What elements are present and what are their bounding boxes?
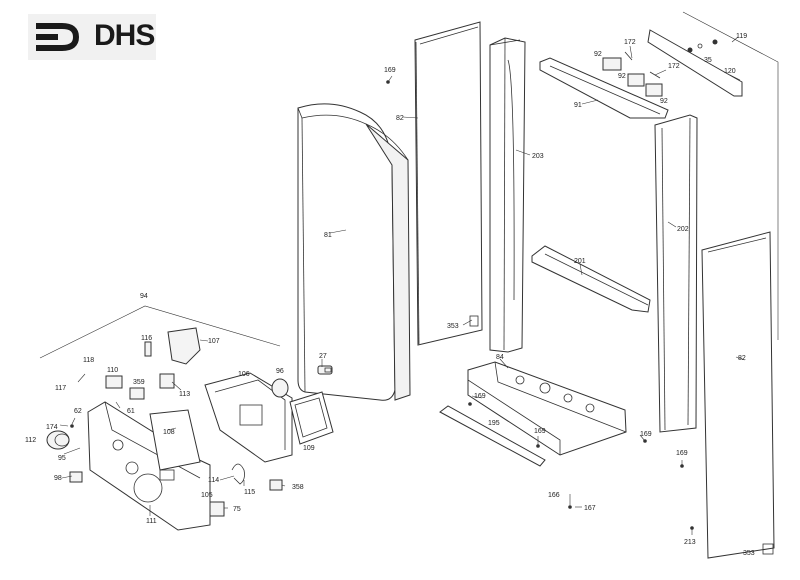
callout-172: 172 bbox=[624, 39, 636, 46]
brand-name: DHS bbox=[94, 19, 155, 52]
callout-96: 96 bbox=[276, 368, 284, 375]
callout-108: 108 bbox=[163, 429, 175, 436]
control-panel-fascia bbox=[87, 401, 211, 531]
callout-110: 110 bbox=[107, 367, 118, 374]
side-rail bbox=[654, 114, 698, 433]
knob-part bbox=[46, 430, 70, 450]
small-knob bbox=[271, 378, 289, 398]
screw-dots bbox=[70, 80, 694, 530]
callout-112: 112 bbox=[25, 437, 36, 444]
callout-115: 115 bbox=[244, 489, 255, 496]
gasket bbox=[289, 391, 334, 445]
callout-213: 213 bbox=[684, 539, 696, 546]
callout-203: 203 bbox=[532, 153, 544, 160]
callout-27: 27 bbox=[319, 353, 327, 360]
cable-clip bbox=[231, 463, 245, 485]
connector-358 bbox=[269, 479, 283, 491]
callout-84: 84 bbox=[496, 354, 504, 361]
part-75 bbox=[209, 501, 225, 517]
callout-92: 92 bbox=[660, 98, 668, 105]
callout-95: 95 bbox=[58, 455, 66, 462]
callout-169: 169 bbox=[534, 428, 546, 435]
callout-98: 98 bbox=[54, 475, 62, 482]
callout-120: 120 bbox=[724, 68, 736, 75]
callout-114: 114 bbox=[208, 477, 219, 484]
callout-201: 201 bbox=[574, 258, 586, 265]
callout-61: 61 bbox=[127, 408, 135, 415]
clamp-parts bbox=[602, 51, 663, 97]
control-housing bbox=[204, 372, 293, 463]
callout-117: 117 bbox=[55, 385, 66, 392]
callout-119: 119 bbox=[736, 33, 747, 40]
callout-94: 94 bbox=[140, 293, 148, 300]
switch-bracket bbox=[167, 327, 201, 365]
top-bracket bbox=[539, 57, 669, 119]
front-cover-panel bbox=[297, 103, 411, 401]
callout-202: 202 bbox=[677, 226, 689, 233]
callout-195: 195 bbox=[488, 420, 500, 427]
callout-174: 174 bbox=[46, 424, 58, 431]
callout-113: 113 bbox=[179, 391, 190, 398]
callout-91: 91 bbox=[574, 102, 582, 109]
callout-118: 118 bbox=[83, 357, 94, 364]
callout-81: 81 bbox=[324, 232, 332, 239]
callout-75: 75 bbox=[233, 506, 241, 513]
callout-353: 353 bbox=[743, 550, 755, 557]
group-bracket-94 bbox=[39, 305, 281, 359]
callout-169: 169 bbox=[640, 431, 652, 438]
callout-169: 169 bbox=[474, 393, 486, 400]
callout-359: 359 bbox=[133, 379, 145, 386]
callout-labels: 169 82 81 27 353 203 84 169 195 169 166 … bbox=[25, 33, 755, 557]
back-plate bbox=[682, 11, 779, 340]
callout-358: 358 bbox=[292, 484, 304, 491]
callout-107: 107 bbox=[208, 338, 220, 345]
bottom-trim bbox=[439, 405, 546, 467]
callout-353: 353 bbox=[447, 323, 459, 330]
callout-167: 167 bbox=[584, 505, 596, 512]
base-tray bbox=[467, 361, 627, 456]
callout-92: 92 bbox=[594, 51, 602, 58]
part-98 bbox=[69, 471, 83, 483]
dhs-logo-mark bbox=[36, 23, 80, 51]
support-bar bbox=[531, 245, 651, 313]
brand-logo: DHS bbox=[28, 14, 156, 60]
callout-62: 62 bbox=[74, 408, 82, 415]
frame-rail bbox=[489, 37, 526, 353]
callout-105: 105 bbox=[201, 492, 213, 499]
callout-35: 35 bbox=[704, 57, 712, 64]
switch-110 bbox=[105, 375, 123, 389]
side-panel-left bbox=[414, 21, 483, 346]
callout-82: 82 bbox=[396, 115, 404, 122]
callout-92: 92 bbox=[618, 73, 626, 80]
callout-109: 109 bbox=[303, 445, 315, 452]
callout-172: 172 bbox=[668, 63, 680, 70]
circuit-board bbox=[149, 409, 201, 471]
wall-bracket bbox=[647, 29, 743, 97]
callout-166: 166 bbox=[548, 492, 560, 499]
side-panel-right bbox=[701, 231, 775, 559]
callout-106: 106 bbox=[238, 371, 250, 378]
fuse-116 bbox=[144, 341, 152, 357]
callout-169: 169 bbox=[384, 67, 396, 74]
callout-111: 111 bbox=[146, 518, 157, 525]
callout-82: 82 bbox=[738, 355, 746, 362]
callout-116: 116 bbox=[141, 335, 152, 342]
leader-lines bbox=[59, 36, 746, 535]
switch-359 bbox=[129, 387, 145, 400]
callout-169: 169 bbox=[676, 450, 688, 457]
module-113 bbox=[159, 373, 175, 389]
